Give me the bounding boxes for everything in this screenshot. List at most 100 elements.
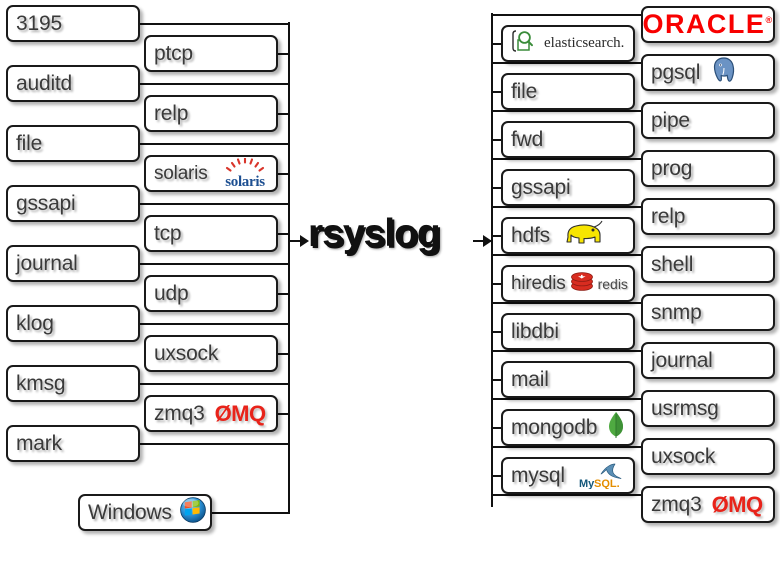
- wire-output-gssapi: [491, 187, 503, 189]
- input-module-gssapi[interactable]: gssapi: [6, 185, 140, 222]
- wire-output-libdbi: [491, 331, 503, 333]
- output-module-prog[interactable]: prog: [641, 150, 775, 187]
- registered-mark: ®: [765, 15, 774, 25]
- rsyslog-core-label: rsyslog: [308, 212, 442, 256]
- output-module-label: pipe: [651, 109, 690, 132]
- output-module-label: file: [511, 80, 538, 103]
- input-module-file[interactable]: file: [6, 125, 140, 162]
- input-module-label: auditd: [16, 72, 73, 95]
- output-module-file[interactable]: file: [501, 73, 635, 110]
- input-module-3195[interactable]: 3195: [6, 5, 140, 42]
- output-module-oracle[interactable]: ORACLE®: [641, 6, 775, 43]
- input-module-label: tcp: [154, 222, 182, 245]
- output-module-usrmsg[interactable]: usrmsg: [641, 390, 775, 427]
- input-module-label: journal: [16, 252, 78, 275]
- input-module-ptcp[interactable]: ptcp: [144, 35, 278, 72]
- wire-output-pgsql: [491, 62, 643, 64]
- wire-input-mark: [140, 443, 290, 445]
- input-module-zmq3[interactable]: zmq3 ØMQ: [144, 395, 278, 432]
- output-module-pgsql[interactable]: pgsql: [641, 54, 775, 91]
- output-module-fwd[interactable]: fwd: [501, 121, 635, 158]
- output-module-label: hiredis: [511, 273, 566, 294]
- output-module-label: mail: [511, 368, 549, 391]
- postgresql-logo-icon: [710, 56, 738, 89]
- input-arrow-head: [300, 235, 309, 247]
- wire-output-zmq3: [491, 494, 643, 496]
- input-module-tcp[interactable]: tcp: [144, 215, 278, 252]
- redis-logo-icon: [570, 270, 594, 297]
- input-module-auditd[interactable]: auditd: [6, 65, 140, 102]
- output-module-hiredis[interactable]: hiredis redis: [501, 265, 635, 302]
- input-spine: [288, 22, 290, 514]
- output-module-label: gssapi: [511, 176, 571, 199]
- windows-logo-icon: [179, 497, 206, 528]
- wire-output-shell: [491, 254, 643, 256]
- output-module-zmq3[interactable]: zmq3 ØMQ: [641, 486, 775, 523]
- output-module-label: zmq3: [651, 493, 702, 516]
- output-module-label: fwd: [511, 128, 544, 151]
- wire-input-file: [140, 143, 290, 145]
- output-arrow-head: [483, 235, 492, 247]
- wire-input-solaris: [275, 173, 290, 175]
- wire-output-fwd: [491, 139, 503, 141]
- input-module-label: zmq3: [154, 402, 205, 425]
- output-module-label: prog: [651, 157, 693, 180]
- output-module-shell[interactable]: shell: [641, 246, 775, 283]
- output-module-label: usrmsg: [651, 397, 719, 420]
- wire-input-ptcp: [275, 53, 290, 55]
- input-module-mark[interactable]: mark: [6, 425, 140, 462]
- output-module-label: elasticsearch.: [544, 35, 625, 51]
- input-module-label: ptcp: [154, 42, 193, 65]
- output-module-gssapi[interactable]: gssapi: [501, 169, 635, 206]
- output-module-label: relp: [651, 205, 686, 228]
- zeromq-logo-icon: ØMQ: [214, 400, 267, 426]
- wire-input-udp: [275, 293, 290, 295]
- wire-output-mysql: [491, 475, 503, 477]
- wire-output-uxsock: [491, 446, 643, 448]
- wire-input-relp: [275, 113, 290, 115]
- output-module-mysql[interactable]: mysql My SQL.: [501, 457, 635, 494]
- wire-input-auditd: [140, 83, 290, 85]
- wire-output-mail: [491, 379, 503, 381]
- wire-input-windows: [208, 512, 290, 514]
- input-module-windows[interactable]: Windows: [78, 494, 212, 531]
- input-module-label: klog: [16, 312, 54, 335]
- output-module-mail[interactable]: mail: [501, 361, 635, 398]
- output-spine: [491, 13, 493, 507]
- wire-input-uxsock: [275, 353, 290, 355]
- output-module-label: hdfs: [511, 224, 550, 247]
- output-module-elasticsearch[interactable]: elasticsearch.: [501, 25, 635, 62]
- mysql-logo-icon: My SQL.: [579, 463, 627, 494]
- input-module-uxsock[interactable]: uxsock: [144, 335, 278, 372]
- input-module-label: solaris: [154, 163, 208, 184]
- solaris-logo-icon: solaris: [214, 157, 276, 193]
- output-module-uxsock[interactable]: uxsock: [641, 438, 775, 475]
- input-module-journal[interactable]: journal: [6, 245, 140, 282]
- output-module-journal[interactable]: journal: [641, 342, 775, 379]
- wire-output-snmp: [491, 302, 643, 304]
- output-module-hdfs[interactable]: hdfs: [501, 217, 635, 254]
- output-module-pipe[interactable]: pipe: [641, 102, 775, 139]
- wire-output-pipe: [491, 110, 643, 112]
- svg-text:My: My: [579, 478, 595, 489]
- output-module-label: mongodb: [511, 416, 598, 439]
- output-module-libdbi[interactable]: libdbi: [501, 313, 635, 350]
- input-module-label: gssapi: [16, 192, 76, 215]
- wire-output-hiredis: [491, 283, 503, 285]
- input-module-kmsg[interactable]: kmsg: [6, 365, 140, 402]
- output-module-snmp[interactable]: snmp: [641, 294, 775, 331]
- output-module-relp[interactable]: relp: [641, 198, 775, 235]
- output-module-mongodb[interactable]: mongodb: [501, 409, 635, 446]
- wire-output-file: [491, 91, 503, 93]
- input-spine-to-rsyslog: [288, 240, 306, 242]
- input-module-solaris[interactable]: solaris solaris: [144, 155, 278, 192]
- input-module-label: kmsg: [16, 372, 66, 395]
- wire-input-klog: [140, 323, 290, 325]
- input-module-klog[interactable]: klog: [6, 305, 140, 342]
- output-module-label: pgsql: [651, 61, 701, 84]
- input-module-udp[interactable]: udp: [144, 275, 278, 312]
- output-module-label: uxsock: [651, 445, 716, 468]
- wire-output-prog: [491, 158, 643, 160]
- output-module-label: shell: [651, 253, 694, 276]
- input-module-relp[interactable]: relp: [144, 95, 278, 132]
